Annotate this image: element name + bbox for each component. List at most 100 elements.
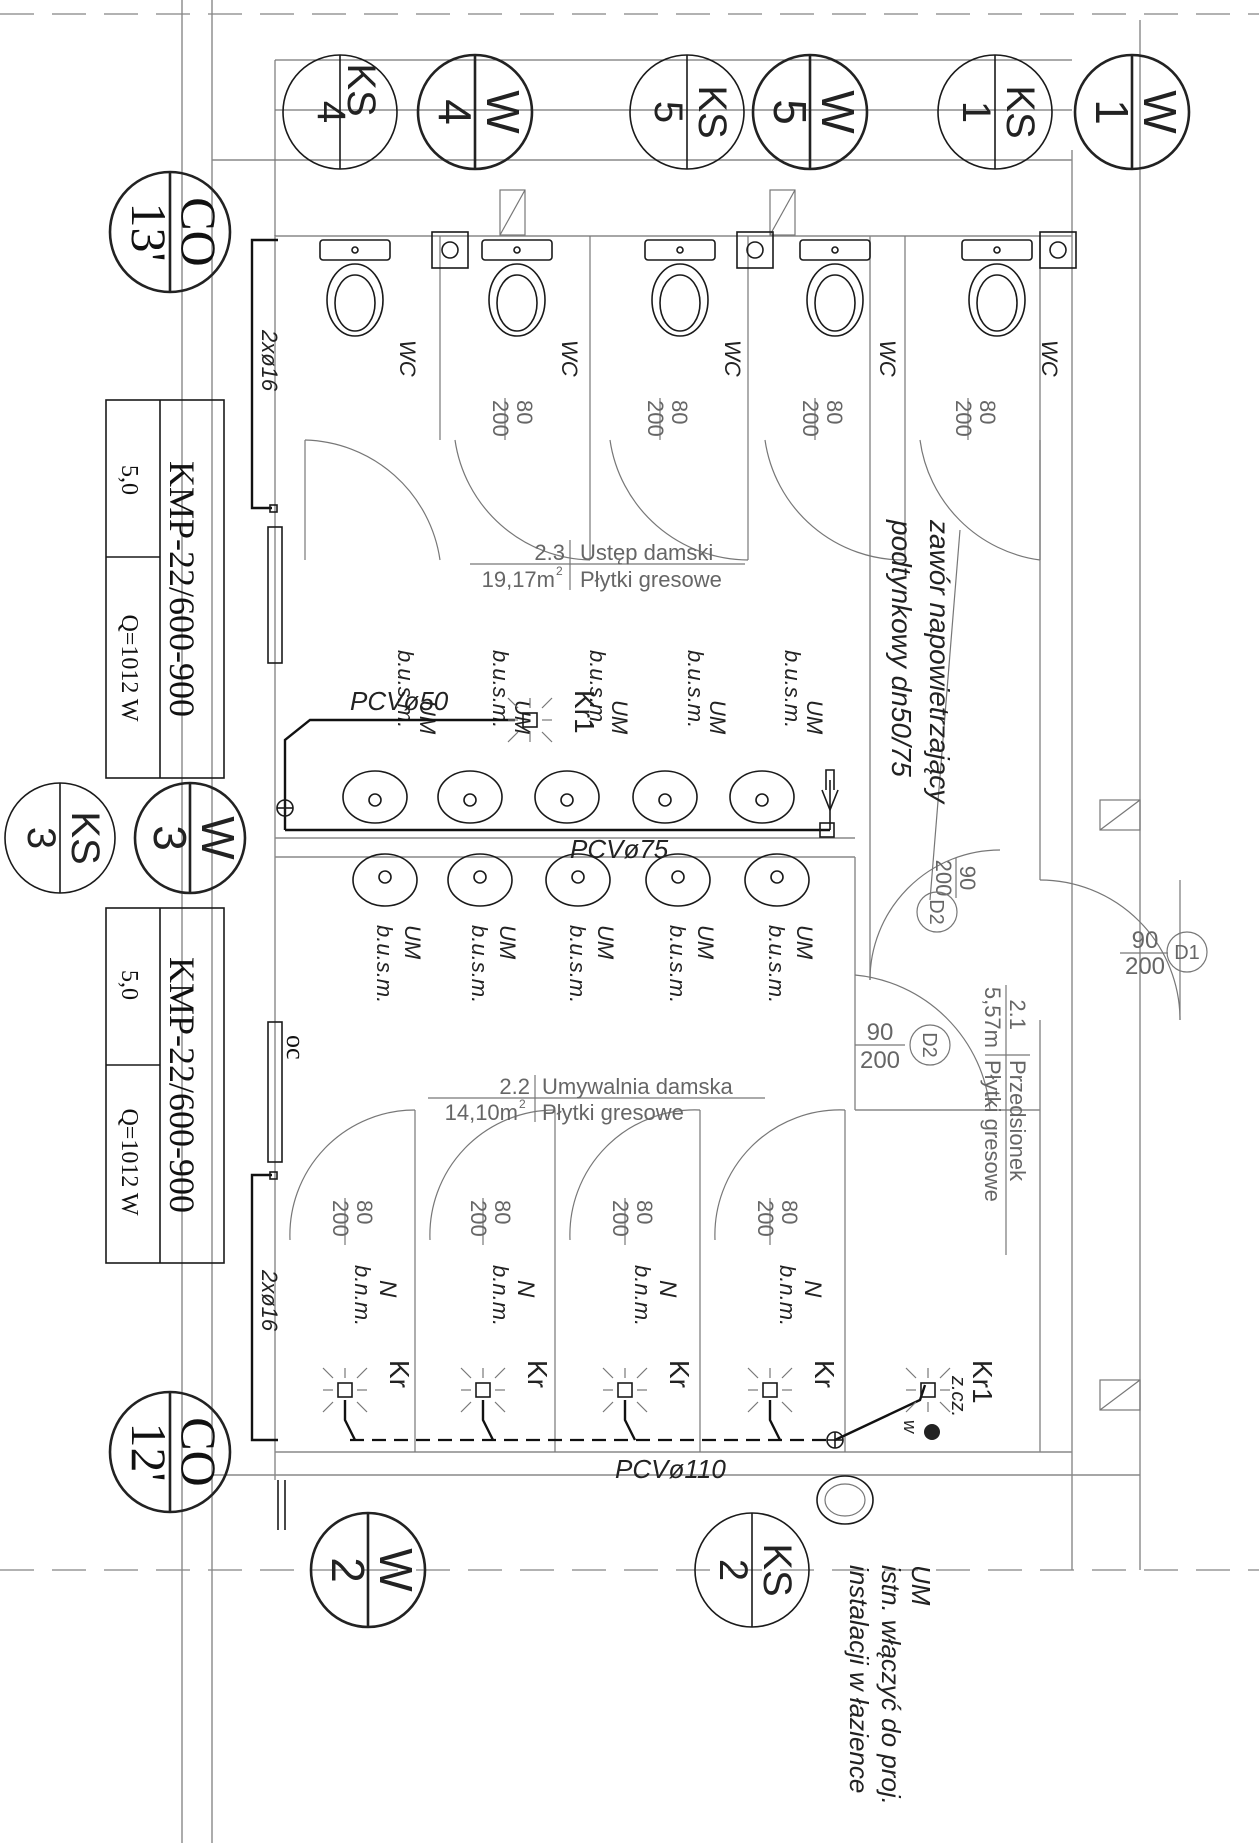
door-height: 200	[798, 400, 823, 437]
um-label: UM	[705, 700, 730, 735]
svg-text:90: 90	[867, 1019, 894, 1046]
svg-text:KS: KS	[339, 63, 383, 116]
washbasin	[645, 853, 711, 907]
pvc50-label: PCVø50	[350, 686, 449, 716]
bnm-label: b.n.m.	[488, 1265, 513, 1326]
door-width: 80	[512, 400, 537, 424]
wc-tank	[961, 239, 1033, 261]
wc-seat	[976, 274, 1018, 332]
marker-ks5: KS 5	[629, 54, 745, 170]
wc-label: WC	[720, 340, 745, 377]
vent-box	[1039, 231, 1077, 269]
kr-label: Kr1	[967, 1360, 998, 1404]
n-label: N	[654, 1280, 681, 1298]
vent-icon	[441, 241, 459, 259]
drain-ray	[905, 1401, 917, 1413]
door-width: 80	[777, 1200, 802, 1224]
door-width: 80	[490, 1200, 515, 1224]
pvc75-label: PCVø75	[570, 834, 669, 864]
n-label: N	[512, 1280, 539, 1298]
tap-icon	[378, 870, 392, 884]
wc-tank	[799, 239, 871, 261]
svg-text:1: 1	[1086, 99, 1138, 125]
drain-ray	[905, 1367, 917, 1379]
bnm-label: b.n.m.	[630, 1265, 655, 1326]
svg-text:90: 90	[1132, 927, 1159, 954]
drain-icon	[920, 1382, 936, 1398]
tap-icon	[571, 870, 585, 884]
kr-label: Kr	[664, 1360, 695, 1388]
drainage: PCVø50 PCVø75 PCVø110 z.cz. w	[276, 686, 969, 1484]
svg-text:KS: KS	[690, 85, 734, 138]
svg-text:CO: CO	[171, 1417, 227, 1486]
drain-ray	[460, 1367, 472, 1379]
svg-text:podtynkowy dn50/75: podtynkowy dn50/75	[886, 519, 917, 777]
vent-box	[431, 231, 469, 269]
tap-icon	[671, 870, 685, 884]
kr-label: Kr	[522, 1360, 553, 1388]
marker-w4: W 4	[416, 53, 534, 171]
drain-ray	[494, 1401, 506, 1413]
wc-flush	[351, 246, 359, 254]
axis-lines	[0, 13, 1259, 1571]
svg-text:D2: D2	[918, 1032, 940, 1058]
kr-label: Kr	[809, 1360, 840, 1388]
drain-branch	[768, 1400, 782, 1441]
svg-text:2.3: 2.3	[534, 540, 565, 565]
svg-text:W: W	[477, 90, 529, 134]
svg-text:Przedsionek: Przedsionek	[1005, 1060, 1030, 1182]
door-width: 80	[352, 1200, 377, 1224]
wc-tank	[319, 239, 391, 261]
drain-branch	[623, 1400, 637, 1441]
busm-label: b.u.s.m.	[683, 650, 708, 728]
drain-ray	[781, 1367, 793, 1379]
wc-tank	[481, 239, 553, 261]
drain-ray	[747, 1401, 759, 1413]
oc-label: oc	[281, 1035, 310, 1060]
door-width: 80	[632, 1200, 657, 1224]
um-label: UM	[802, 700, 827, 735]
tap-icon	[463, 793, 477, 807]
um-label: UM	[415, 700, 440, 735]
drain-ray	[541, 697, 553, 709]
marker-ks4: KS 4	[282, 54, 398, 170]
svg-text:2.1: 2.1	[1005, 999, 1030, 1030]
busm-label: b.u.s.m.	[565, 925, 590, 1003]
busm-label: b.u.s.m.	[467, 925, 492, 1003]
busm-label: b.u.s.m.	[780, 650, 805, 728]
washbasin	[447, 853, 513, 907]
svg-text:3: 3	[144, 825, 196, 851]
busm-label: b.u.s.m.	[393, 650, 418, 728]
zcz-label: z.cz.	[947, 1375, 969, 1417]
busm-label: b.u.s.m.	[585, 650, 610, 728]
wc-label: WC	[395, 340, 420, 377]
vent-box	[736, 231, 774, 269]
tap-icon	[770, 870, 784, 884]
busm-label: b.u.s.m.	[488, 650, 513, 728]
door-labels: 90 200 D2 90 200 D1 90 200 D2	[855, 858, 1208, 1074]
room-2-1-label: 2.1 Przedsionek 5,57m Płytki gresowe	[980, 985, 1030, 1255]
svg-text:5: 5	[764, 99, 816, 125]
bnm-label: b.n.m.	[775, 1265, 800, 1326]
radiator-value: 5,0	[116, 970, 142, 1000]
drain-ray	[602, 1367, 614, 1379]
wc-flush	[831, 246, 839, 254]
svg-text:Płytki gresowe: Płytki gresowe	[980, 1060, 1005, 1202]
door-height: 200	[643, 400, 668, 437]
svg-text:2: 2	[519, 1097, 526, 1111]
radiator-power: Q=1012 W	[116, 614, 142, 721]
drain-ray	[636, 1401, 648, 1413]
vent-icon	[746, 241, 764, 259]
room-2-3-label: 2.3 Ustęp damski 19,17m 2 Płytki gresowe	[470, 540, 745, 592]
um-label: UM	[693, 925, 718, 960]
drain-ray	[747, 1367, 759, 1379]
svg-text:zawór napowietrzający: zawór napowietrzający	[924, 519, 955, 805]
busm-label: b.u.s.m.	[665, 925, 690, 1003]
door-height: 200	[608, 1200, 633, 1237]
tap-icon	[658, 793, 672, 807]
um-label: UM	[400, 925, 425, 960]
marker-w3: W 3	[133, 781, 247, 895]
drain-icon	[337, 1382, 353, 1398]
wc-tank	[644, 239, 716, 261]
